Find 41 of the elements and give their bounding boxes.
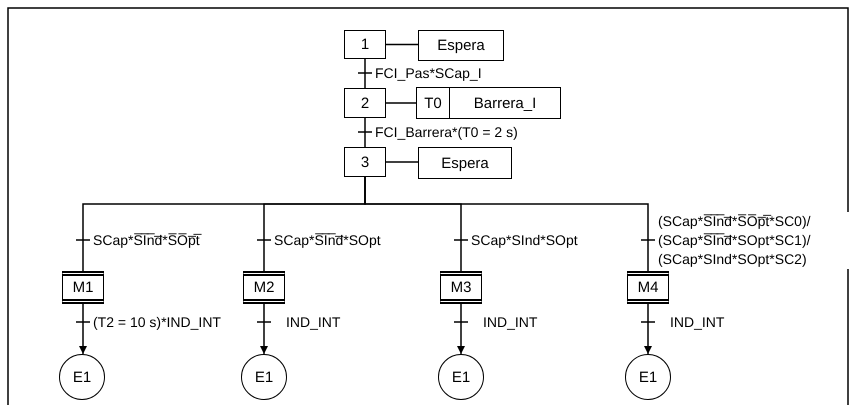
connector-circle [59,354,105,400]
connector-circle [241,354,287,400]
connector-label: E1 [254,368,274,386]
transition-condition: SCap*S̅I̅n̅d̅*SOpt [272,230,383,250]
step-number: 1 [360,36,370,53]
step-box [344,30,386,59]
step-number: M3 [450,279,472,296]
action-box [416,87,561,119]
arrow [457,304,465,354]
action-text: Espera [437,37,485,54]
step-number: 2 [360,94,370,112]
connector-label: E1 [452,368,470,386]
step-box [344,147,386,177]
connector-line [386,161,418,163]
macro-step-box [243,271,285,304]
connector-line [364,177,649,271]
arrow [260,304,268,354]
macro-step-box [62,271,104,304]
step-number: M1 [72,279,94,296]
connector-line [386,102,416,104]
step-box [344,88,386,118]
connector-line [364,59,366,88]
action-box [418,147,512,179]
action-text: Espera [441,154,489,172]
timer-label: T0 [417,88,450,118]
connector-label: E1 [72,368,92,386]
connector-label: E1 [638,368,658,386]
connector-circle [625,354,671,400]
connector-circle [438,354,484,400]
step-number: M2 [254,279,274,296]
macro-step-box [627,271,669,304]
arrow [79,304,87,354]
action-box [418,30,504,61]
arrow [644,304,652,354]
transition-condition: SCap*S̅I̅n̅d̅*S̅O̅p̅t̅ [91,230,202,250]
connector-line [386,44,418,46]
macro-step-box [440,271,482,304]
connector-line [364,118,366,147]
step-number: M4 [638,279,658,296]
step-number: 3 [360,154,370,170]
action-text: Barrera_I [472,94,538,114]
